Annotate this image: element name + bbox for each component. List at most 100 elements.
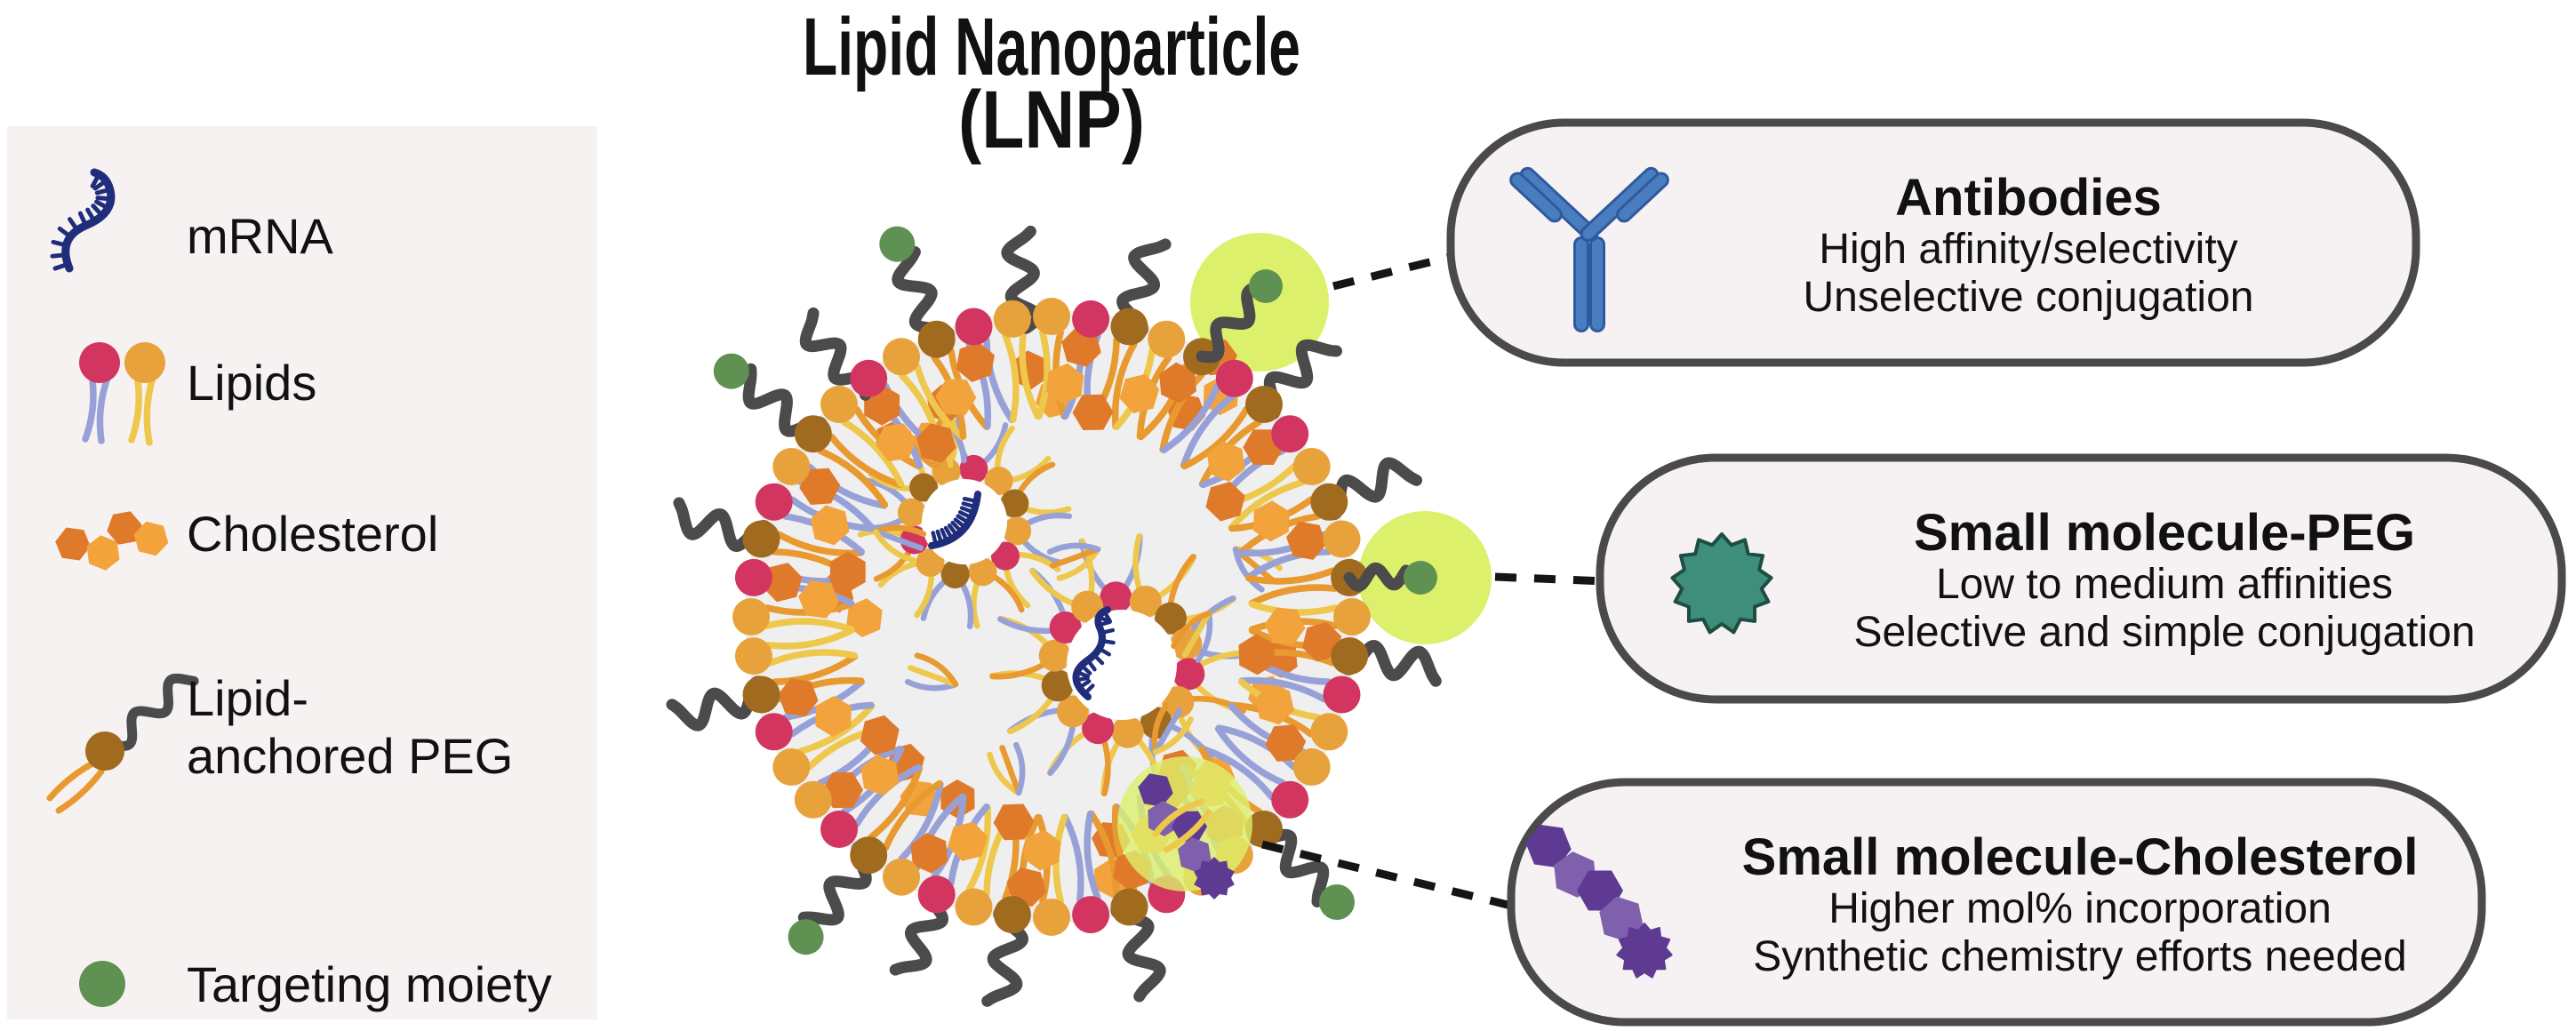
lipid-head bbox=[883, 858, 920, 896]
lipid-head bbox=[955, 888, 993, 926]
lipid-head bbox=[1072, 896, 1110, 934]
free-lipid-tail bbox=[872, 528, 917, 563]
lipid-tail bbox=[1019, 330, 1042, 420]
mrna-tick bbox=[1074, 675, 1090, 683]
cholesterol-hexagon bbox=[910, 832, 948, 874]
purple-hexagon bbox=[1148, 801, 1180, 836]
cholesterol-hexagon bbox=[133, 521, 169, 556]
callout-antibodies-box bbox=[1446, 118, 2420, 367]
lipid-tail bbox=[882, 779, 943, 851]
lipid-head bbox=[1331, 637, 1369, 675]
lipid-head bbox=[897, 498, 926, 527]
mrna-tick bbox=[956, 514, 971, 525]
cholesterol-hexagon bbox=[956, 341, 995, 382]
cholesterol-hexagon bbox=[1255, 684, 1294, 725]
cholesterol-hexagon bbox=[1045, 363, 1084, 404]
targeting-moiety bbox=[879, 226, 916, 262]
cholesterol-hexagon bbox=[799, 468, 841, 505]
lipid-head bbox=[1323, 520, 1361, 558]
lipid-head bbox=[1162, 686, 1195, 719]
targeting-moiety bbox=[1249, 269, 1283, 303]
lipid-tail bbox=[1028, 568, 1078, 608]
lipid-head bbox=[820, 386, 858, 423]
lipid-head bbox=[1038, 639, 1071, 672]
lipid-head bbox=[742, 675, 780, 714]
lipid-head bbox=[1003, 516, 1032, 546]
mrna-tick bbox=[1079, 663, 1092, 675]
mrna-tick bbox=[57, 226, 73, 239]
cholesterol-hexagon bbox=[1264, 607, 1306, 645]
lipid-tail bbox=[96, 377, 110, 444]
lipid-head bbox=[990, 541, 1020, 571]
cholesterol-hexagon bbox=[762, 563, 803, 603]
antibody-bar bbox=[1509, 172, 1563, 223]
purple-hexagon bbox=[1172, 811, 1207, 843]
lipid-head bbox=[1129, 585, 1162, 618]
lipid-head bbox=[742, 520, 780, 558]
callout-chol-title: Small molecule-Cholesterol bbox=[1742, 828, 2419, 886]
lipid-tail bbox=[1036, 329, 1051, 420]
lipid-tail bbox=[1238, 676, 1328, 703]
mrna-tick bbox=[1077, 679, 1092, 690]
lipid-head bbox=[820, 811, 858, 848]
lipid-tail bbox=[1159, 372, 1205, 453]
cholesterol-hexagon bbox=[107, 511, 142, 545]
lipid-head bbox=[850, 359, 888, 397]
lipid-tail bbox=[1214, 725, 1286, 787]
lnp-particle bbox=[666, 225, 1606, 1007]
lipid-head bbox=[917, 320, 956, 358]
antibody-bar bbox=[1616, 172, 1669, 223]
cholesterol-hexagon bbox=[1265, 724, 1307, 762]
mrna-tick bbox=[91, 204, 105, 219]
figure-title-line1: Lipid Nanoparticle bbox=[803, 2, 1300, 92]
lipid-tail bbox=[1047, 721, 1076, 777]
lipid-tail bbox=[46, 759, 98, 802]
callout-antibodies: Antibodies High affinity/selectivity Uns… bbox=[1446, 118, 2420, 367]
lipid-tail bbox=[128, 377, 142, 444]
mrna-tick bbox=[1085, 658, 1097, 672]
antibody-bar bbox=[1589, 236, 1605, 332]
targeting-moiety bbox=[788, 919, 824, 955]
lipid-tail bbox=[817, 447, 889, 508]
lipid-tail bbox=[1167, 553, 1196, 609]
legend-label-peg-line1: Lipid- bbox=[187, 670, 308, 726]
mrna-tick bbox=[94, 199, 111, 211]
mrna-tick bbox=[1092, 652, 1105, 666]
callout-connector bbox=[1494, 572, 1606, 586]
lipid-head bbox=[1056, 695, 1089, 728]
mrna-tick bbox=[1100, 638, 1116, 645]
cholesterol-hexagon bbox=[798, 580, 839, 619]
lipid-head bbox=[1071, 590, 1104, 623]
lipid-tail bbox=[764, 627, 855, 650]
legend-label-cholesterol: Cholesterol bbox=[187, 506, 438, 562]
lipid-head bbox=[772, 748, 811, 786]
lipid-head bbox=[993, 896, 1031, 934]
lipid-tail bbox=[82, 377, 97, 443]
cholesterol-hexagon bbox=[815, 696, 852, 737]
mrna-tick bbox=[1075, 670, 1091, 679]
lipid-head bbox=[1245, 811, 1283, 848]
mrna-tick bbox=[947, 523, 959, 538]
mrna-tick bbox=[52, 261, 70, 271]
cholesterol-hexagon bbox=[1072, 394, 1114, 430]
lipid-tail bbox=[983, 336, 1016, 424]
callout-antibodies-line2: Unselective conjugation bbox=[1804, 274, 2254, 321]
cholesterol-hexagon bbox=[1159, 362, 1196, 404]
legend-label-targeting: Targeting moiety bbox=[187, 956, 552, 1012]
cholesterol-hexagon bbox=[1206, 441, 1245, 482]
lipid-tail bbox=[775, 531, 865, 557]
targeting-moiety bbox=[1404, 561, 1437, 595]
lipid-head bbox=[984, 467, 1013, 496]
lipid-head bbox=[1333, 598, 1371, 635]
mrna-tick bbox=[90, 172, 101, 188]
lipid-head bbox=[883, 338, 920, 376]
lipid-tail bbox=[1084, 811, 1101, 901]
purple-hexachain-icon bbox=[1525, 824, 1673, 979]
lipid-tail bbox=[898, 780, 944, 862]
lipid-head bbox=[1245, 386, 1283, 423]
legend-panel bbox=[7, 126, 597, 1019]
cholesterol-hexagon bbox=[860, 755, 900, 795]
cholesterol-hexagon bbox=[829, 551, 866, 593]
mrna-tick bbox=[1101, 609, 1113, 624]
